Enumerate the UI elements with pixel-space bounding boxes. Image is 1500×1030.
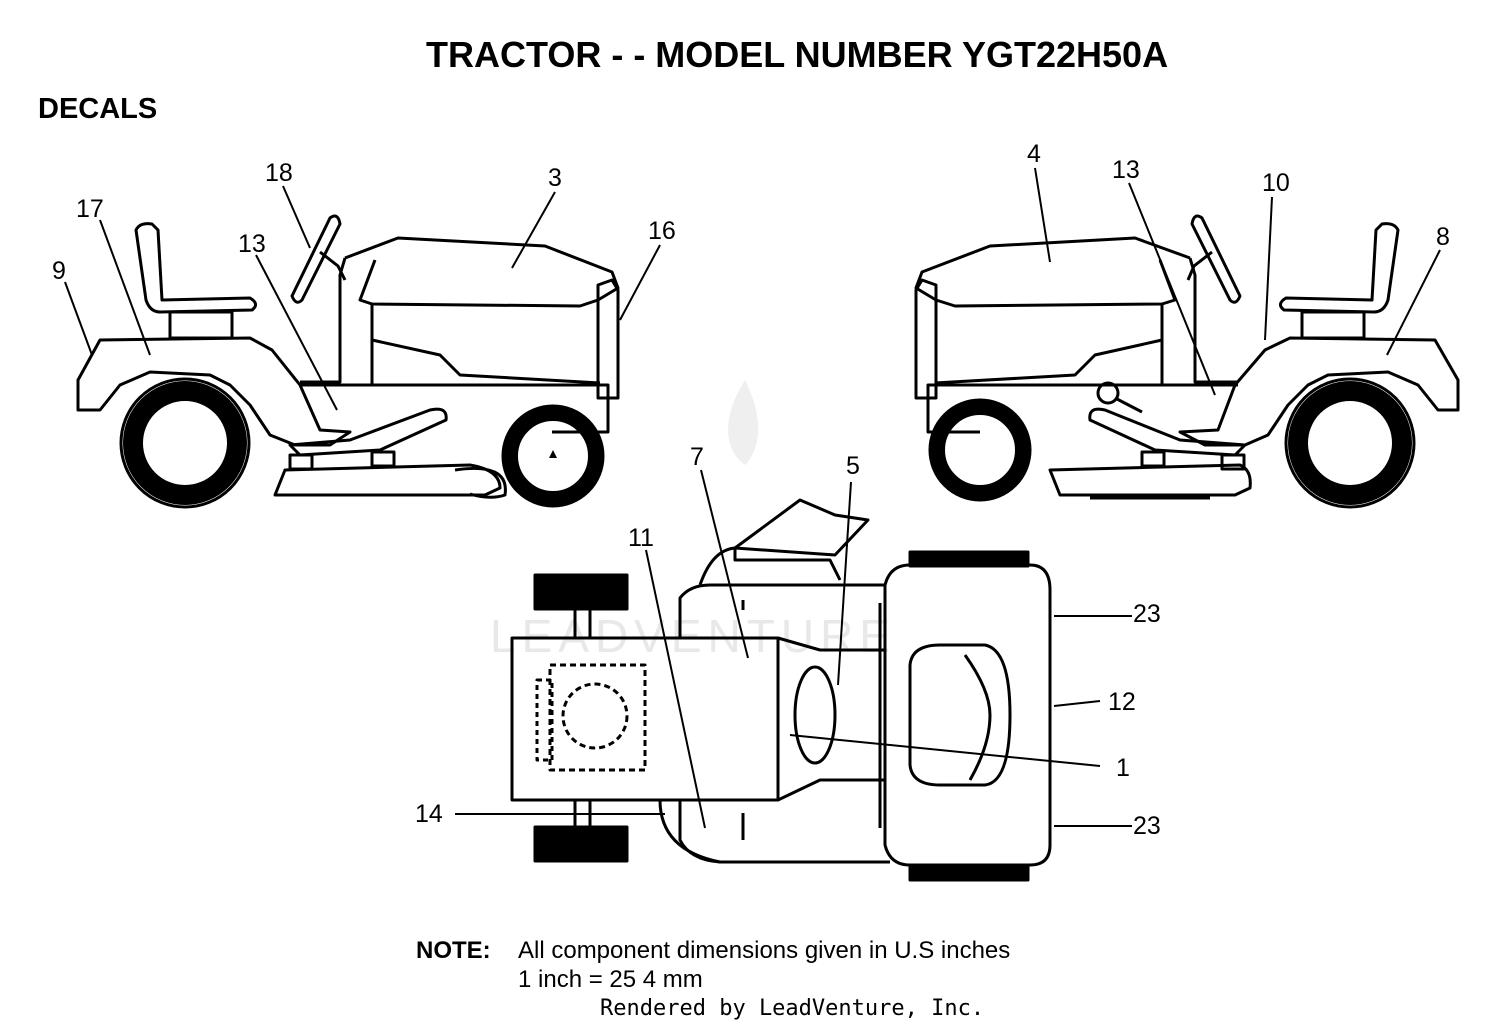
callout-5: 5 — [846, 452, 860, 480]
front-wheel-right-view — [928, 398, 1032, 502]
diagram-title: TRACTOR - - MODEL NUMBER YGT22H50A — [426, 34, 1169, 75]
note-line-2: 1 inch = 25 4 mm — [518, 966, 703, 993]
callout-numbers: 18 3 17 13 16 9 4 13 10 8 7 5 11 23 12 1… — [52, 140, 1450, 840]
callout-1: 1 — [1116, 754, 1130, 782]
note-line-1: All component dimensions given in U.S in… — [518, 937, 1011, 964]
callout-23-bottom: 23 — [1133, 812, 1161, 840]
callout-3: 3 — [548, 164, 562, 192]
tractor-top-view — [510, 498, 1052, 882]
callout-18: 18 — [265, 159, 293, 187]
callout-leaders — [64, 167, 1441, 829]
callout-17: 17 — [76, 195, 104, 223]
tractor-right-side-view — [914, 214, 1460, 500]
callout-8: 8 — [1436, 223, 1450, 251]
callout-12: 12 — [1108, 688, 1136, 716]
callout-4: 4 — [1027, 140, 1041, 168]
callout-13-left: 13 — [238, 230, 266, 258]
note-label: NOTE: — [416, 937, 491, 964]
section-heading: DECALS — [38, 93, 158, 125]
callout-23-top: 23 — [1133, 600, 1161, 628]
callout-16: 16 — [648, 217, 676, 245]
watermark: LEADVENTURE — [490, 380, 896, 662]
tractor-left-side-view — [76, 214, 620, 499]
dimension-note: NOTE: All component dimensions given in U… — [416, 936, 1010, 994]
callout-9: 9 — [52, 257, 66, 285]
front-wheel-left-view — [501, 404, 605, 508]
rendered-by-footer: Rendered by LeadVenture, Inc. — [600, 996, 985, 1021]
callout-10: 10 — [1262, 169, 1290, 197]
callout-11: 11 — [628, 524, 654, 552]
rear-wheel-right-view — [1284, 377, 1416, 509]
callout-7: 7 — [690, 443, 704, 471]
watermark-text: LEADVENTURE — [490, 610, 896, 662]
callout-13-right: 13 — [1112, 156, 1140, 184]
rear-wheel-left-view — [119, 377, 251, 509]
callout-14: 14 — [415, 800, 443, 828]
